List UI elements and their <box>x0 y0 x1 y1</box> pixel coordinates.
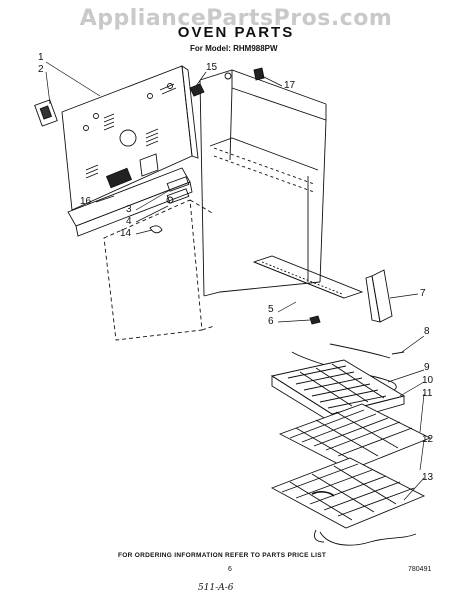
page-number: 6 <box>228 566 232 573</box>
model-line: For Model: RHM988PW <box>190 44 278 53</box>
clip-15 <box>189 83 205 97</box>
ordering-footer: FOR ORDERING INFORMATION REFER TO PARTS … <box>118 552 327 559</box>
callout-17: 17 <box>284 80 296 91</box>
oven-rack-upper <box>278 403 432 471</box>
lower-bracket <box>67 167 193 237</box>
terminal-block <box>166 176 190 204</box>
callout-5: 5 <box>268 304 274 315</box>
callout-10: 10 <box>422 375 434 386</box>
back-panel <box>61 65 199 211</box>
callout-11: 11 <box>422 388 433 399</box>
callout-2: 2 <box>38 64 44 75</box>
callout-16: 16 <box>80 196 92 207</box>
callout-6: 6 <box>268 316 274 327</box>
page-title: OVEN PARTS <box>177 24 295 41</box>
screw-14 <box>149 225 163 234</box>
part-code: 780491 <box>408 566 432 573</box>
callout-4: 4 <box>126 216 132 227</box>
callout-8: 8 <box>424 326 430 337</box>
screw-6 <box>309 315 321 325</box>
broiler-pan <box>270 359 406 425</box>
screw-hole <box>224 72 232 80</box>
callout-7: 7 <box>420 288 426 299</box>
callout-1: 1 <box>38 52 44 63</box>
callout-15: 15 <box>206 62 218 73</box>
handwritten-note: 511-A-6 <box>198 583 234 593</box>
callout-14: 14 <box>120 228 132 239</box>
callout-3: 3 <box>126 204 132 215</box>
leader-lines <box>45 61 425 501</box>
callout-12: 12 <box>422 434 434 445</box>
side-bracket-edge <box>365 275 381 323</box>
bottom-rail <box>252 255 364 299</box>
callout-13: 13 <box>422 472 434 483</box>
part-2-insert <box>39 105 53 120</box>
oven-frame <box>103 69 327 341</box>
watermark: AppliancePartsPros.com <box>79 6 393 31</box>
oven-rack-lower <box>270 457 426 546</box>
side-bracket <box>371 269 393 323</box>
callout-9: 9 <box>424 362 430 373</box>
clip-17 <box>253 67 265 81</box>
